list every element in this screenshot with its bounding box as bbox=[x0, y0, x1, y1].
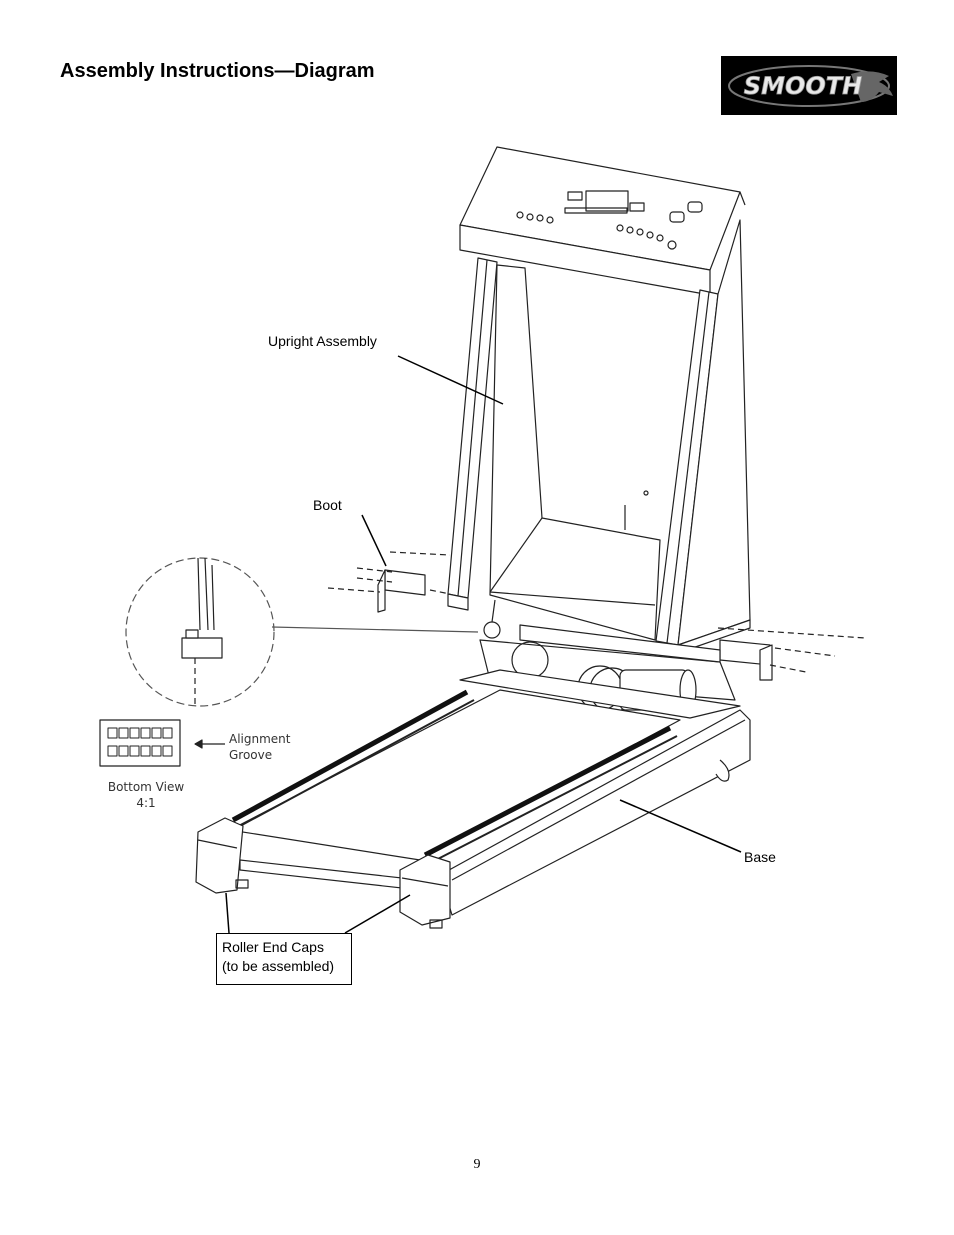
label-upright-assembly: Upright Assembly bbox=[268, 333, 377, 349]
roller-end-caps-line2: (to be assembled) bbox=[222, 958, 335, 974]
bottom-view-line1: Bottom View bbox=[107, 780, 185, 794]
svg-text:SMOOTH: SMOOTH bbox=[744, 72, 862, 100]
upright-shroud bbox=[489, 264, 661, 641]
connector-detail-circle bbox=[125, 557, 275, 707]
bottom-view-connector bbox=[99, 719, 225, 767]
smooth-logo: SMOOTH bbox=[721, 56, 897, 115]
roller-end-caps-callout: Roller End Caps (to be assembled) bbox=[216, 933, 352, 985]
left-upright bbox=[447, 257, 498, 611]
left-boot bbox=[327, 551, 451, 613]
right-boot bbox=[717, 627, 866, 681]
label-alignment-groove: Alignment Groove bbox=[229, 731, 290, 763]
alignment-groove-line2: Groove bbox=[229, 748, 273, 762]
page-number: 9 bbox=[473, 1157, 481, 1172]
label-bottom-view: Bottom View 4:1 bbox=[106, 779, 186, 811]
bottom-view-line2: 4:1 bbox=[136, 796, 156, 810]
treadmill-base bbox=[229, 624, 751, 916]
alignment-groove-line1: Alignment bbox=[229, 732, 291, 746]
label-base: Base bbox=[744, 849, 776, 865]
roller-end-caps bbox=[195, 817, 451, 929]
roller-end-caps-line1: Roller End Caps bbox=[222, 939, 324, 955]
console bbox=[459, 146, 746, 296]
page-title: Assembly Instructions—Diagram bbox=[60, 60, 375, 82]
label-boot: Boot bbox=[313, 497, 342, 513]
leader-lines bbox=[225, 355, 742, 934]
